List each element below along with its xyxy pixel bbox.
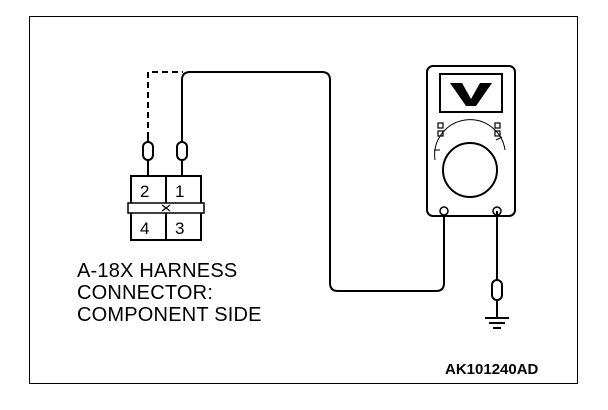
meter-display [439,73,503,113]
voltage-v-symbol [450,83,492,106]
caption-line-3: COMPONENT SIDE [77,304,262,326]
probe-pin-1 [176,138,188,176]
pin-3-label: 3 [175,219,184,238]
caption-line-2: CONNECTOR: [77,282,214,304]
negative-terminal [439,206,449,216]
ground-lead [491,211,503,318]
probe-pin-2 [142,138,154,176]
test-lead-wire [181,71,445,292]
voltmeter [426,65,516,217]
figure-id: AK101240AD [445,361,539,378]
selector-dial [442,142,498,198]
ground-icon [485,317,509,329]
pin-4-label: 4 [140,219,149,238]
pin-2-label: 2 [140,182,149,201]
dashed-jumper-wire [147,71,183,138]
pin-1-label: 1 [175,182,184,201]
harness-connector: 2 1 4 3 [127,175,205,241]
caption-line-1: A-18X HARNESS [77,260,238,282]
connector-caption: A-18X HARNESS CONNECTOR: COMPONENT SIDE [77,260,262,326]
